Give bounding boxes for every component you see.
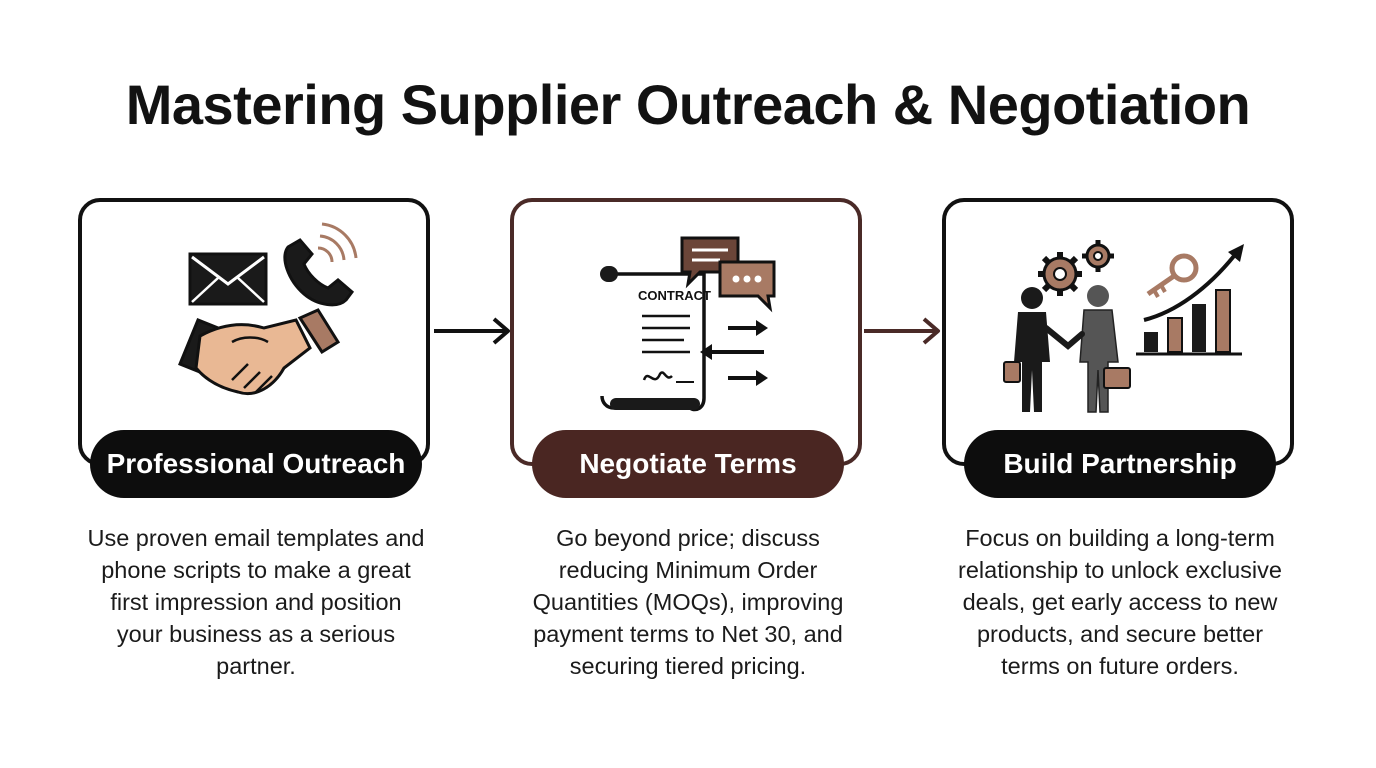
step-card-outreach (78, 198, 430, 466)
partnership-illustration (1003, 240, 1244, 413)
step-description-negotiate: Go beyond price; discuss reducing Minimu… (532, 525, 844, 679)
exchange-arrows-icon (700, 320, 768, 386)
arrow-right-icon (864, 317, 940, 345)
contract-scroll-icon: CONTRACT (600, 266, 711, 412)
phone-icon (283, 222, 358, 307)
step-description-partnership: Focus on building a long-term relationsh… (958, 525, 1282, 679)
key-icon (1146, 253, 1199, 298)
growth-chart-icon (1136, 244, 1244, 356)
chat-bubbles-icon (680, 236, 776, 313)
step-label-outreach: Professional Outreach (90, 430, 422, 498)
step-card-negotiate: CONTRACT (510, 198, 862, 466)
business-handshake-icon (1003, 285, 1131, 413)
contract-label: CONTRACT (638, 288, 711, 303)
page-title: Mastering Supplier Outreach & Negotiatio… (125, 73, 1251, 136)
envelope-icon (188, 252, 268, 306)
arrow-right-icon (434, 317, 510, 345)
step-description-outreach: Use proven email templates and phone scr… (87, 525, 425, 679)
gears-icon (1038, 240, 1114, 296)
step-card-partnership (942, 198, 1294, 466)
step-label-partnership: Build Partnership (964, 430, 1276, 498)
step-label-negotiate: Negotiate Terms (532, 430, 844, 498)
negotiate-illustration: CONTRACT (600, 236, 776, 412)
handshake-icon (178, 308, 341, 395)
outreach-illustration (178, 222, 358, 395)
